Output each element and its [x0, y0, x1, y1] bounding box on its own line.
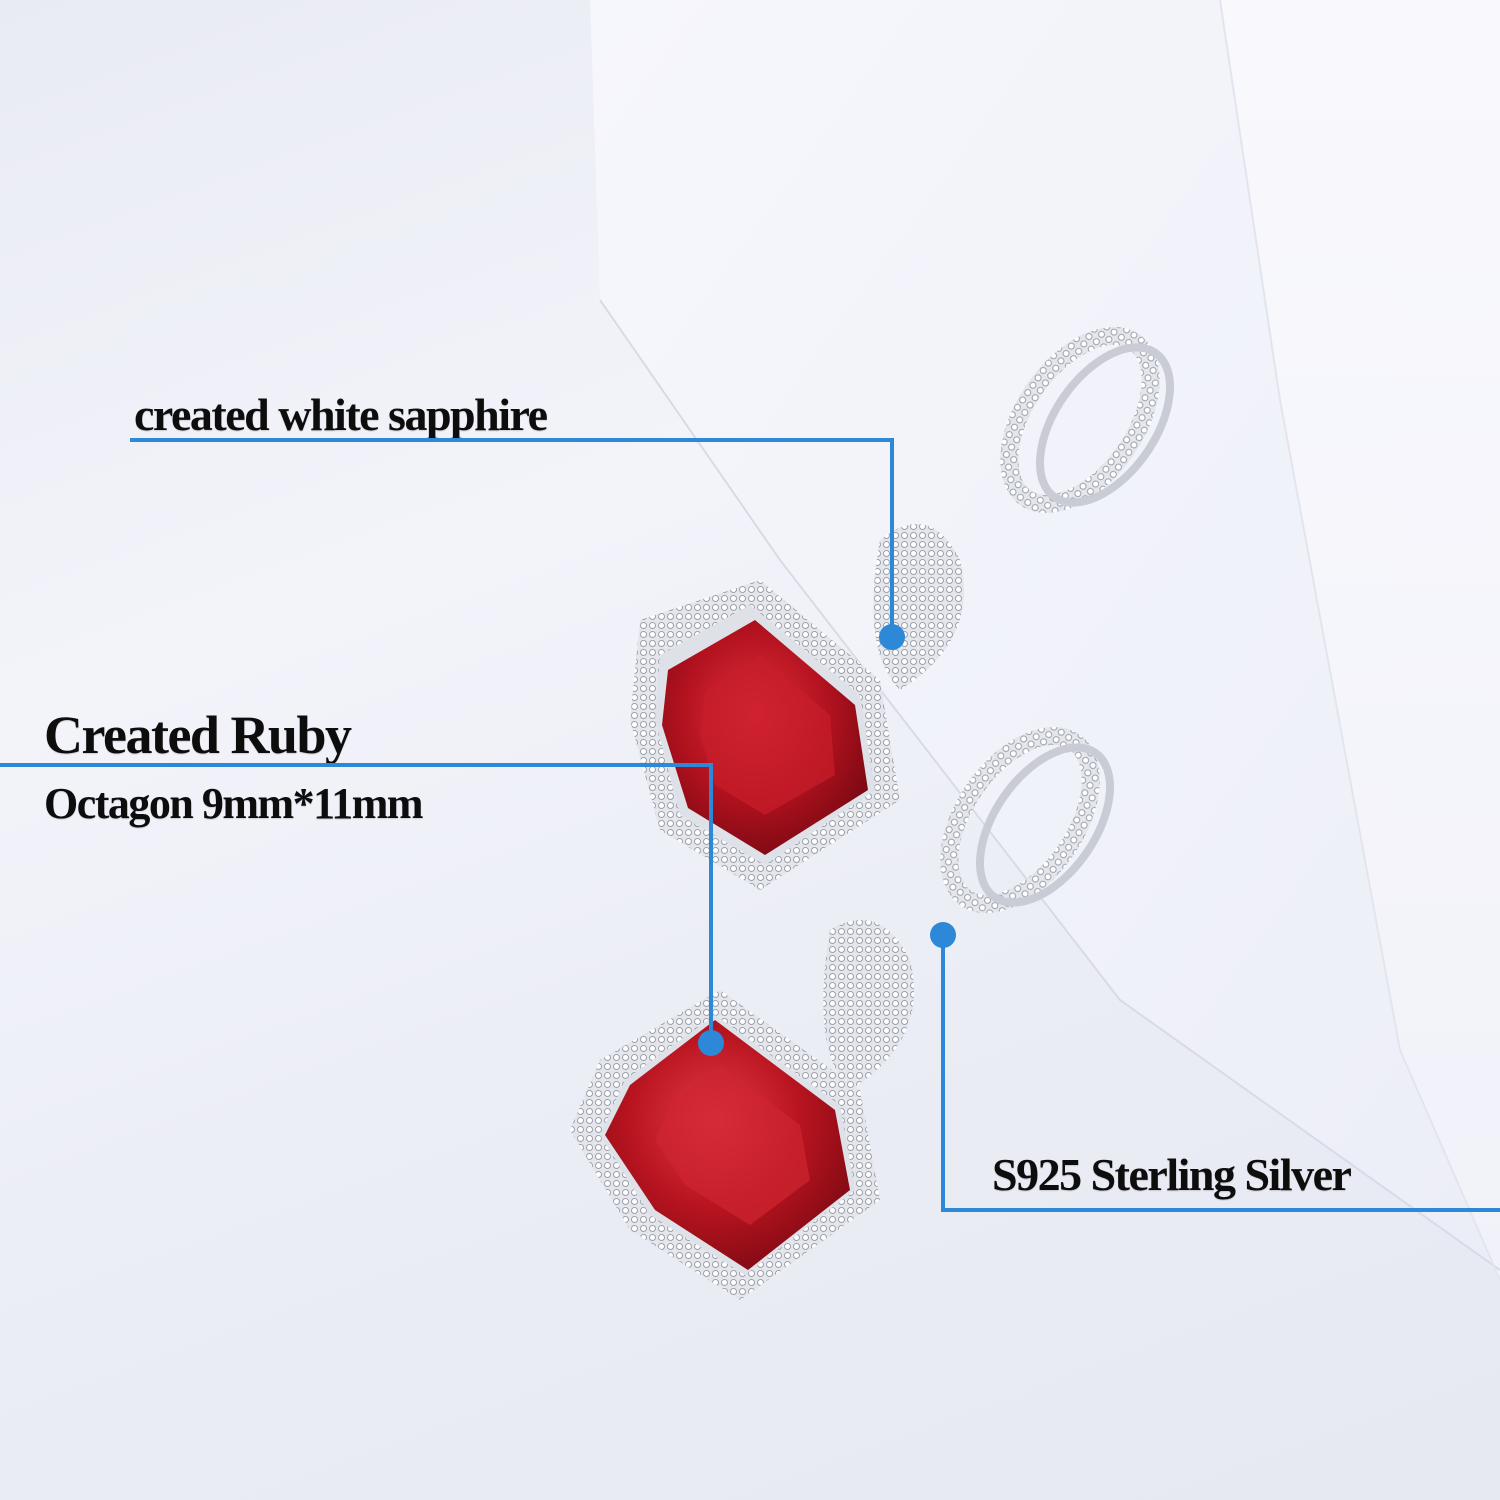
ruby-subtitle-label: Octagon 9mm*11mm	[44, 779, 424, 828]
silver-label: S925 Sterling Silver	[992, 1149, 1352, 1200]
ruby-callout-line	[0, 763, 713, 767]
white-sapphire-marker-dot	[879, 624, 905, 650]
earring-top	[630, 327, 1175, 890]
white-sapphire-label: created white sapphire	[134, 389, 548, 440]
white-sapphire-callout-line-vertical	[890, 438, 894, 638]
silver-callout-line-vertical	[941, 935, 945, 1212]
white-sapphire-callout-line	[130, 438, 894, 442]
earring-bottom	[570, 727, 1115, 1300]
silver-callout-line	[941, 1208, 1500, 1212]
ruby-callout-line-vertical	[709, 763, 713, 1043]
ruby-title-label: Created Ruby	[44, 705, 352, 765]
ruby-marker-dot	[698, 1030, 724, 1056]
